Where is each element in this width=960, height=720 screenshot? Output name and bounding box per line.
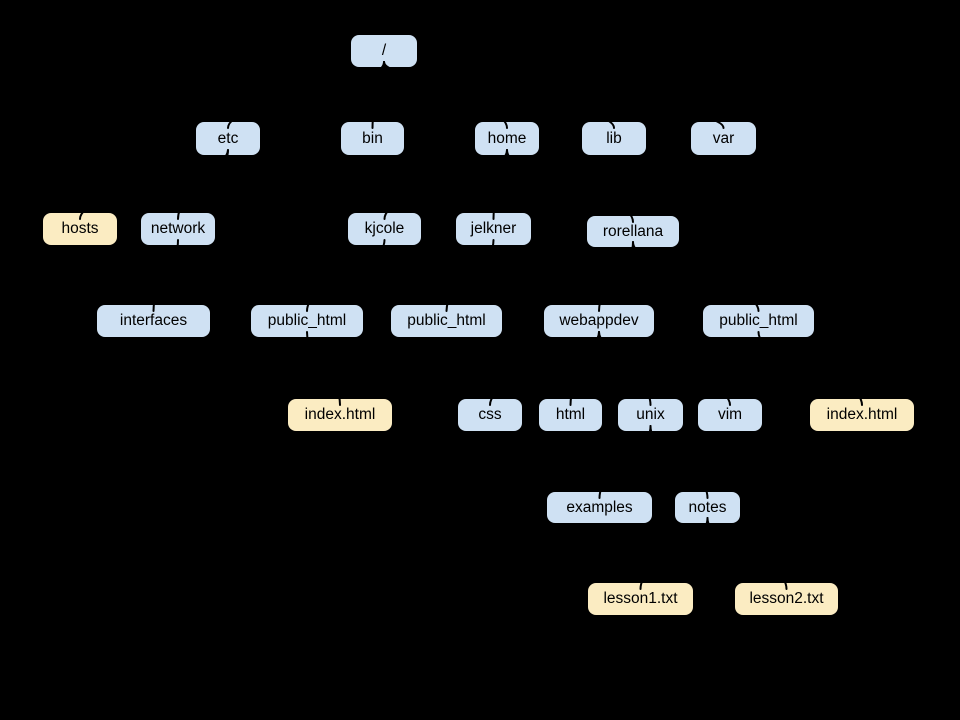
node-public_html_rorellana: public_html [703,305,814,337]
connector-webappdev-to-unix [598,331,652,406]
node-notes: notes [675,492,740,523]
connector-root-to-var [383,61,725,129]
connector-unix-to-notes [649,425,709,499]
connector-public_html_kjcole-to-index_html_kjcole [306,331,341,406]
node-jelkner: jelkner [456,213,531,245]
connector-notes-to-lesson1_txt [639,517,709,590]
connector-home-to-rorellana [506,149,634,223]
node-rorellana: rorellana [587,216,679,247]
connector-root-to-etc [227,61,385,129]
node-public_html_jelkner: public_html [391,305,502,337]
node-lesson2_txt: lesson2.txt [735,583,838,615]
connector-notes-to-lesson2_txt [706,517,788,590]
node-lib: lib [582,122,646,155]
node-network: network [141,213,215,245]
node-lesson1_txt: lesson1.txt [588,583,693,615]
node-public_html_kjcole: public_html [251,305,363,337]
connector-root-to-home [383,61,508,129]
connector-etc-to-hosts [79,149,229,220]
connector-unix-to-examples [598,425,652,499]
connector-jelkner-to-public_html_jelkner [445,239,495,312]
connector-home-to-kjcole [383,149,508,220]
node-html: html [539,399,602,431]
node-index_html_kjcole: index.html [288,399,392,431]
node-vim: vim [698,399,762,431]
node-var: var [691,122,756,155]
node-root: / [351,35,417,67]
connector-network-to-interfaces [152,239,179,312]
node-examples: examples [547,492,652,523]
connector-kjcole-to-public_html_kjcole [306,239,386,312]
connector-root-to-bin [371,61,385,129]
node-unix: unix [618,399,683,431]
connector-root-to-lib [383,61,615,129]
connector-rorellana-to-public_html_rorellana [632,241,760,312]
node-bin: bin [341,122,404,155]
node-kjcole: kjcole [348,213,421,245]
connector-home-to-jelkner [492,149,508,220]
connector-webappdev-to-css [489,331,600,406]
node-css: css [458,399,522,431]
connector-webappdev-to-vim [598,331,731,406]
node-index_html_rorellana: index.html [810,399,914,431]
node-etc: etc [196,122,260,155]
node-hosts: hosts [43,213,117,245]
connector-rorellana-to-webappdev [598,241,634,312]
node-interfaces: interfaces [97,305,210,337]
node-home: home [475,122,539,155]
connector-public_html_rorellana-to-index_html_rorellana [757,331,863,406]
connector-webappdev-to-html [569,331,600,406]
node-webappdev: webappdev [544,305,654,337]
connector-etc-to-network [177,149,229,220]
